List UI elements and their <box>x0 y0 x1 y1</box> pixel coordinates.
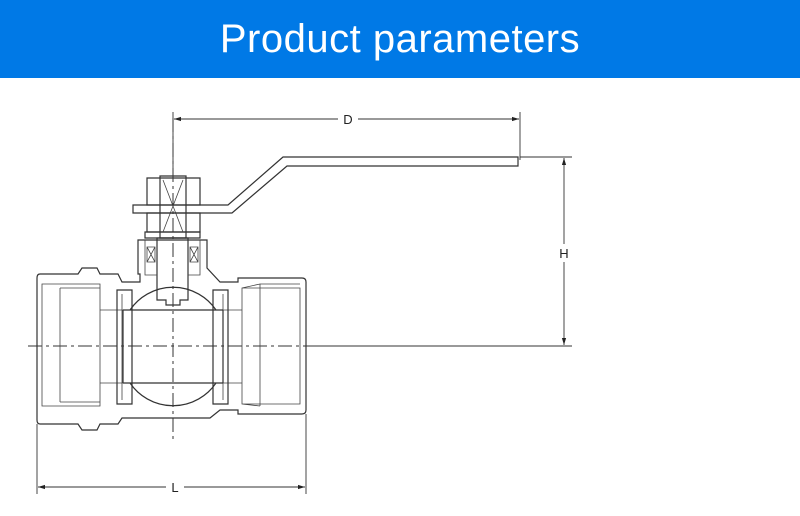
page-title: Product parameters <box>219 16 581 61</box>
valve-body <box>36 239 307 431</box>
ball <box>122 286 224 407</box>
handle <box>132 156 519 214</box>
dimension-l-label: L <box>171 480 178 495</box>
stem-assembly <box>132 156 519 306</box>
dimension-h-label: H <box>559 246 568 261</box>
dimension-d-label: D <box>343 112 352 127</box>
header-banner: Product parameters <box>0 0 800 78</box>
